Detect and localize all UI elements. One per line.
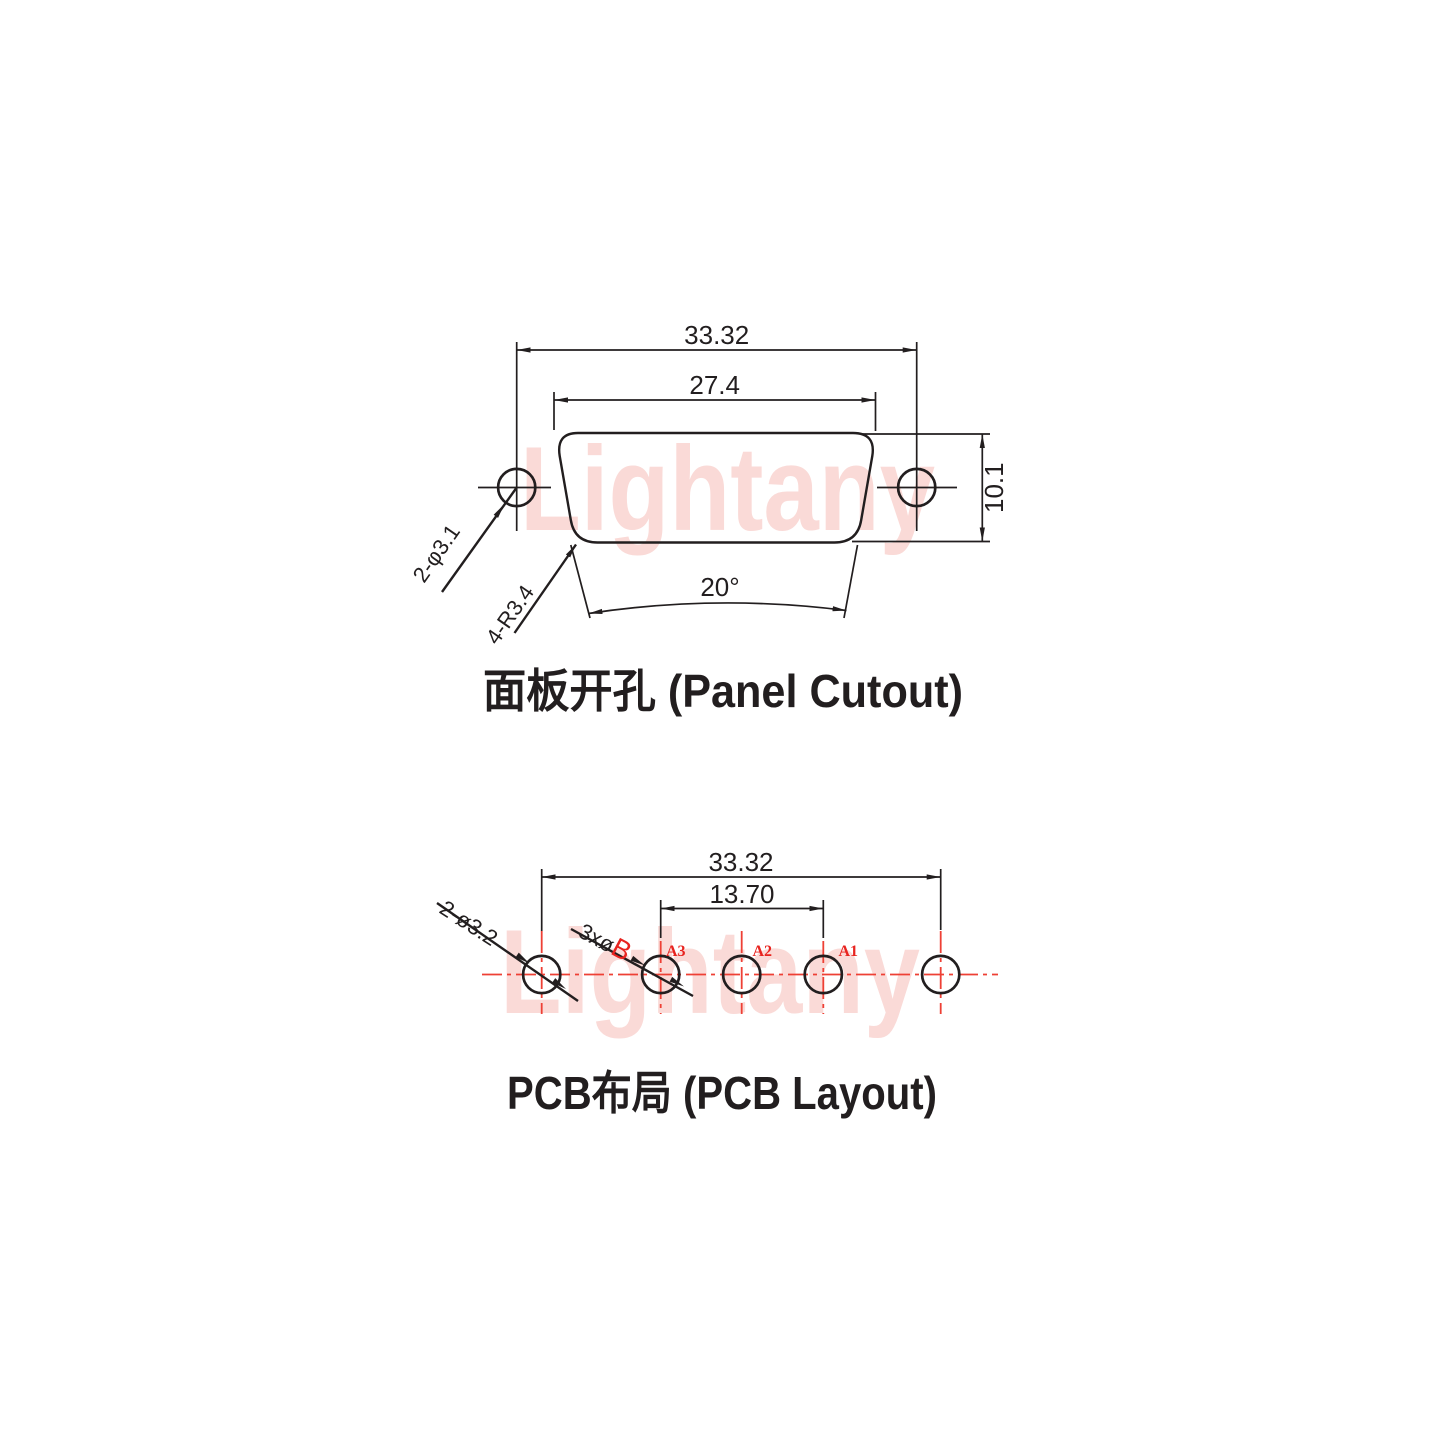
- panel-mount-hole-right: [877, 467, 957, 508]
- pcb-layout-title: PCB布局 (PCB Layout): [507, 1067, 937, 1119]
- pad-label-a3: A3: [666, 943, 686, 960]
- watermark-bottom: Lightany: [500, 905, 920, 1039]
- panel-cutout-title: 面板开孔 (Panel Cutout): [483, 665, 963, 717]
- pad-label-a2: A2: [753, 943, 773, 960]
- d-sub-cutout-outline: [557, 431, 875, 544]
- panel-cutout-view: Lightany 33.32 27.4: [408, 320, 1009, 717]
- pcb-centerlines: [482, 931, 998, 1014]
- panel-mount-hole-left: [478, 467, 551, 508]
- dim-taper-angle: 20°: [569, 544, 859, 619]
- pcb-hole-mount-right: [920, 954, 961, 995]
- pcb-hole-a3: [640, 954, 681, 995]
- dim-text-33-32-panel: 33.32: [684, 320, 749, 350]
- dim-text-10-1: 10.1: [979, 462, 1009, 513]
- leader-corner-radius: 4-R3.4: [481, 543, 577, 649]
- dim-panel-height: 10.1: [852, 433, 1009, 543]
- dim-text-27-4: 27.4: [689, 370, 740, 400]
- dim-text-33-32-pcb: 33.32: [708, 847, 773, 877]
- dim-text-20deg: 20°: [700, 572, 739, 602]
- dim-text-13-70: 13.70: [709, 879, 774, 909]
- dim-panel-outer-width: 33.32: [515, 320, 918, 531]
- label-2-phi3-1: 2-φ3.1: [408, 520, 465, 587]
- pcb-layout-view: Lightany 33.32 13.70: [435, 847, 998, 1119]
- pcb-hole-a2: [721, 954, 762, 995]
- label-4-r3-4: 4-R3.4: [481, 580, 539, 648]
- watermark-top: Lightany: [520, 422, 935, 556]
- pad-label-a1: A1: [839, 943, 859, 960]
- pcb-holes: [521, 954, 961, 995]
- leader-panel-mount-holes: 2-φ3.1: [408, 486, 518, 593]
- dim-pcb-outer-width: 33.32: [540, 847, 942, 931]
- pcb-hole-a1: [803, 954, 844, 995]
- dim-pcb-inner-width: 13.70: [659, 879, 825, 938]
- pcb-hole-mount-left: [521, 954, 562, 995]
- dim-panel-inner-width: 27.4: [553, 370, 877, 431]
- label-2-dia3-2: 2-ø3.2: [435, 895, 502, 951]
